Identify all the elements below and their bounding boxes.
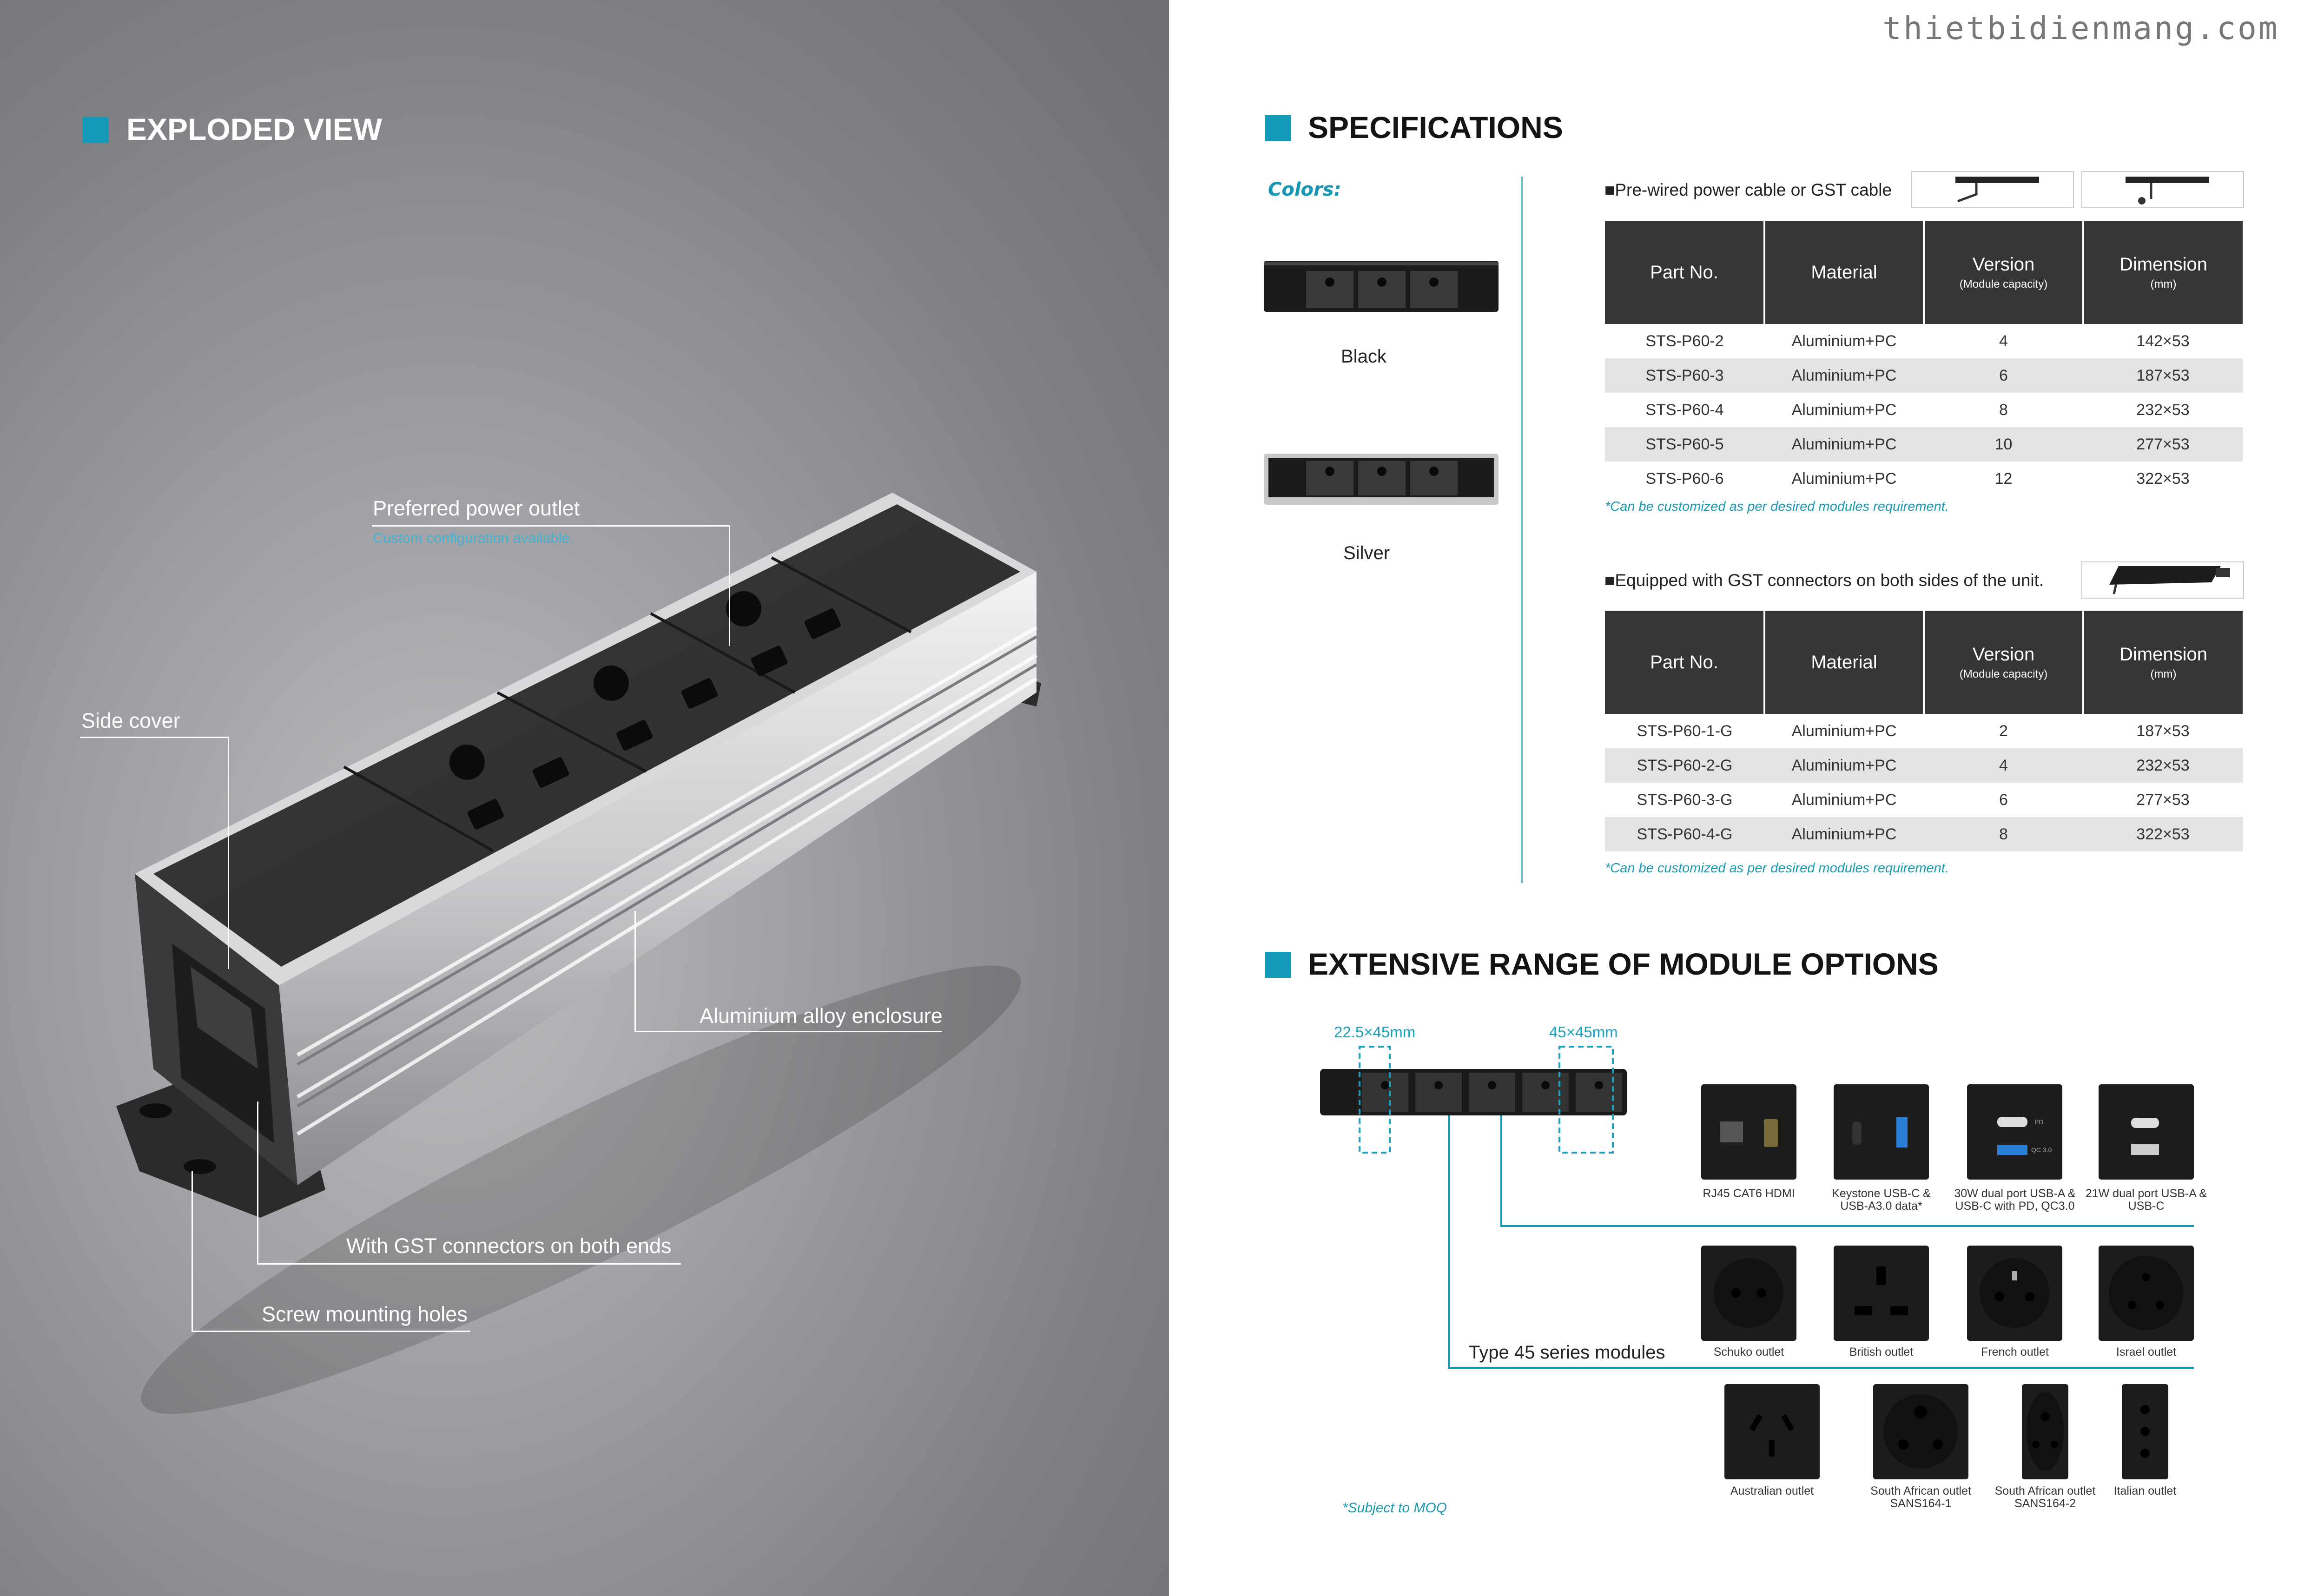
module-label: 30W dual port USB-A & USB-C with PD, QC3… <box>1954 1187 2076 1213</box>
table1-footnote: *Can be customized as per desired module… <box>1605 499 1949 514</box>
modules-heading: EXTENSIVE RANGE OF MODULE OPTIONS <box>1308 947 1939 981</box>
spec-table-prewired: Part No. Material Version(Module capacit… <box>1605 221 2243 496</box>
table2-note: ■Equipped with GST connectors on both si… <box>1604 571 2044 590</box>
rj45-hdmi-module <box>1701 1084 1796 1180</box>
label-screw-holes: Screw mounting holes <box>262 1302 468 1326</box>
module-label: Italian outlet <box>2113 1484 2177 1497</box>
usb-pd-qc-module: PD QC 3.0 <box>1967 1084 2062 1180</box>
table1-note: ■Pre-wired power cable or GST cable <box>1604 180 1892 199</box>
header-part-no: Part No. <box>1605 611 1765 714</box>
dim-small-label: 22.5×45mm <box>1334 1023 1416 1041</box>
cable-thumbnail <box>1911 171 2074 208</box>
leader-line <box>729 525 730 646</box>
module-strip-diagram <box>1320 1046 1627 1154</box>
leader-line <box>191 1171 193 1332</box>
connector-line <box>1448 1115 1450 1369</box>
french-outlet-module <box>1967 1246 2062 1341</box>
italian-outlet-module <box>2122 1384 2168 1479</box>
keystone-usb-module <box>1834 1084 1929 1180</box>
colors-title: Colors: <box>1268 179 1341 200</box>
module-label: British outlet <box>1849 1345 1914 1359</box>
table2-footnote: *Can be customized as per desired module… <box>1605 861 1949 876</box>
connector-line <box>1500 1115 1502 1227</box>
header-version: Version(Module capacity) <box>1924 221 2084 324</box>
label-gst-connectors: With GST connectors on both ends <box>346 1234 672 1258</box>
header-material: Material <box>1764 611 1925 714</box>
label-preferred-outlet: Preferred power outlet <box>373 496 580 520</box>
specifications-heading: SPECIFICATIONS <box>1308 110 1563 145</box>
israel-outlet-module <box>2099 1246 2194 1341</box>
color-label-silver: Silver <box>1343 543 1390 563</box>
color-label-black: Black <box>1341 346 1386 367</box>
leader-line <box>257 1263 681 1265</box>
header-dimension: Dimension(mm) <box>2083 221 2243 324</box>
module-label: Australian outlet <box>1730 1484 1814 1497</box>
black-unit-image <box>1264 261 1499 312</box>
power-strip-illustration <box>116 493 1041 1414</box>
leader-line <box>257 1101 258 1264</box>
south-african-outlet-2-module <box>2022 1384 2068 1479</box>
header-material: Material <box>1764 221 1925 324</box>
heading-marker <box>1265 115 1291 141</box>
leader-line <box>372 525 730 527</box>
module-label: 21W dual port USB-A & USB-C <box>2085 1187 2207 1213</box>
british-outlet-module <box>1834 1246 1929 1341</box>
qc-port-label: QC 3.0 <box>2031 1146 2052 1154</box>
exploded-view-heading: EXPLODED VIEW <box>126 112 383 146</box>
leader-line <box>634 1031 942 1032</box>
module-label: Schuko outlet <box>1713 1345 1784 1359</box>
label-enclosure: Aluminium alloy enclosure <box>700 1004 943 1028</box>
exploded-view-panel: EXPLODED VIEW <box>0 0 1169 1596</box>
moq-note: *Subject to MOQ <box>1342 1500 1447 1516</box>
leader-line <box>228 737 229 969</box>
connector-line <box>1448 1367 2194 1369</box>
gst-cable-thumbnail <box>2081 171 2244 208</box>
usb-21w-module <box>2099 1084 2194 1180</box>
module-label: South African outlet SANS164-2 <box>1994 1484 2096 1510</box>
module-label: RJ45 CAT6 HDMI <box>1703 1187 1795 1200</box>
module-label: Keystone USB-C & USB-A3.0 data* <box>1832 1187 1931 1213</box>
australian-outlet-module <box>1724 1384 1820 1479</box>
south-african-outlet-1-module <box>1873 1384 1968 1479</box>
leader-line <box>191 1331 470 1332</box>
silver-unit-image <box>1264 454 1499 505</box>
module-label: Israel outlet <box>2116 1345 2177 1359</box>
label-side-cover: Side cover <box>81 709 180 732</box>
leader-line <box>80 737 229 738</box>
header-version: Version(Module capacity) <box>1924 611 2084 714</box>
pd-port-label: PD <box>2034 1118 2043 1126</box>
connector-line <box>1500 1225 2194 1227</box>
type45-label: Type 45 series modules <box>1469 1342 1665 1363</box>
module-label: South African outlet SANS164-1 <box>1870 1484 1971 1510</box>
table-header-row: Part No. Material Version(Module capacit… <box>1605 221 2243 324</box>
label-custom-config: Custom configuration available. <box>373 530 574 546</box>
divider-line <box>1521 177 1523 883</box>
gst-connector-thumbnail <box>2081 561 2244 599</box>
watermark: thietbidienmang.com <box>1882 10 2279 47</box>
header-dimension: Dimension(mm) <box>2083 611 2243 714</box>
schuko-outlet-module <box>1701 1246 1796 1341</box>
header-part-no: Part No. <box>1605 221 1765 324</box>
leader-line <box>634 911 636 1032</box>
heading-marker <box>83 117 109 143</box>
dim-large-label: 45×45mm <box>1549 1023 1618 1041</box>
table-header-row: Part No. Material Version(Module capacit… <box>1605 611 2243 714</box>
spec-table-gst: Part No. Material Version(Module capacit… <box>1605 611 2243 851</box>
module-label: French outlet <box>1981 1345 2049 1359</box>
heading-marker <box>1265 952 1291 978</box>
